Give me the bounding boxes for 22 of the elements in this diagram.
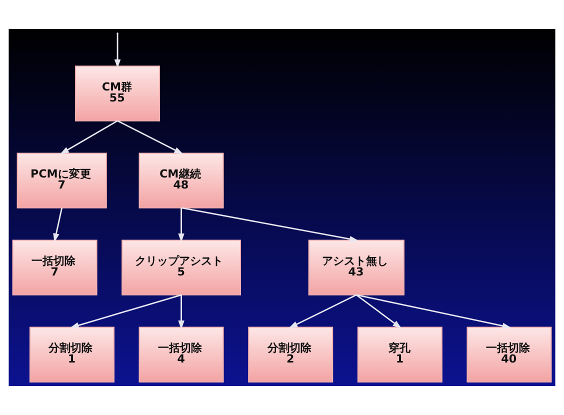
arrow [178,208,184,242]
node-box: CM群 55 [75,66,160,122]
node-box: PCMに変更 7 [16,152,107,208]
node-box: アシスト無し 43 [308,240,404,296]
arrow [288,294,357,328]
node-box: 分割切除 2 [248,326,334,382]
arrow [70,294,182,328]
arrow [178,294,184,330]
node-box: 分割切除 1 [29,326,114,382]
arrow [117,120,184,154]
node-box: 一括切除 7 [12,240,98,296]
arrow [356,294,512,329]
node-box: クリップアシスト 5 [122,240,241,296]
node-box: CM継続 48 [138,152,224,208]
arrow [114,34,121,68]
node-box: 一括切除 4 [138,326,224,382]
arrow [60,120,118,154]
arrow [181,207,358,242]
arrow [356,294,402,329]
arrow [53,208,63,242]
node-box: 穿孔 1 [357,326,442,382]
node-box: 一括切除 40 [466,326,552,382]
